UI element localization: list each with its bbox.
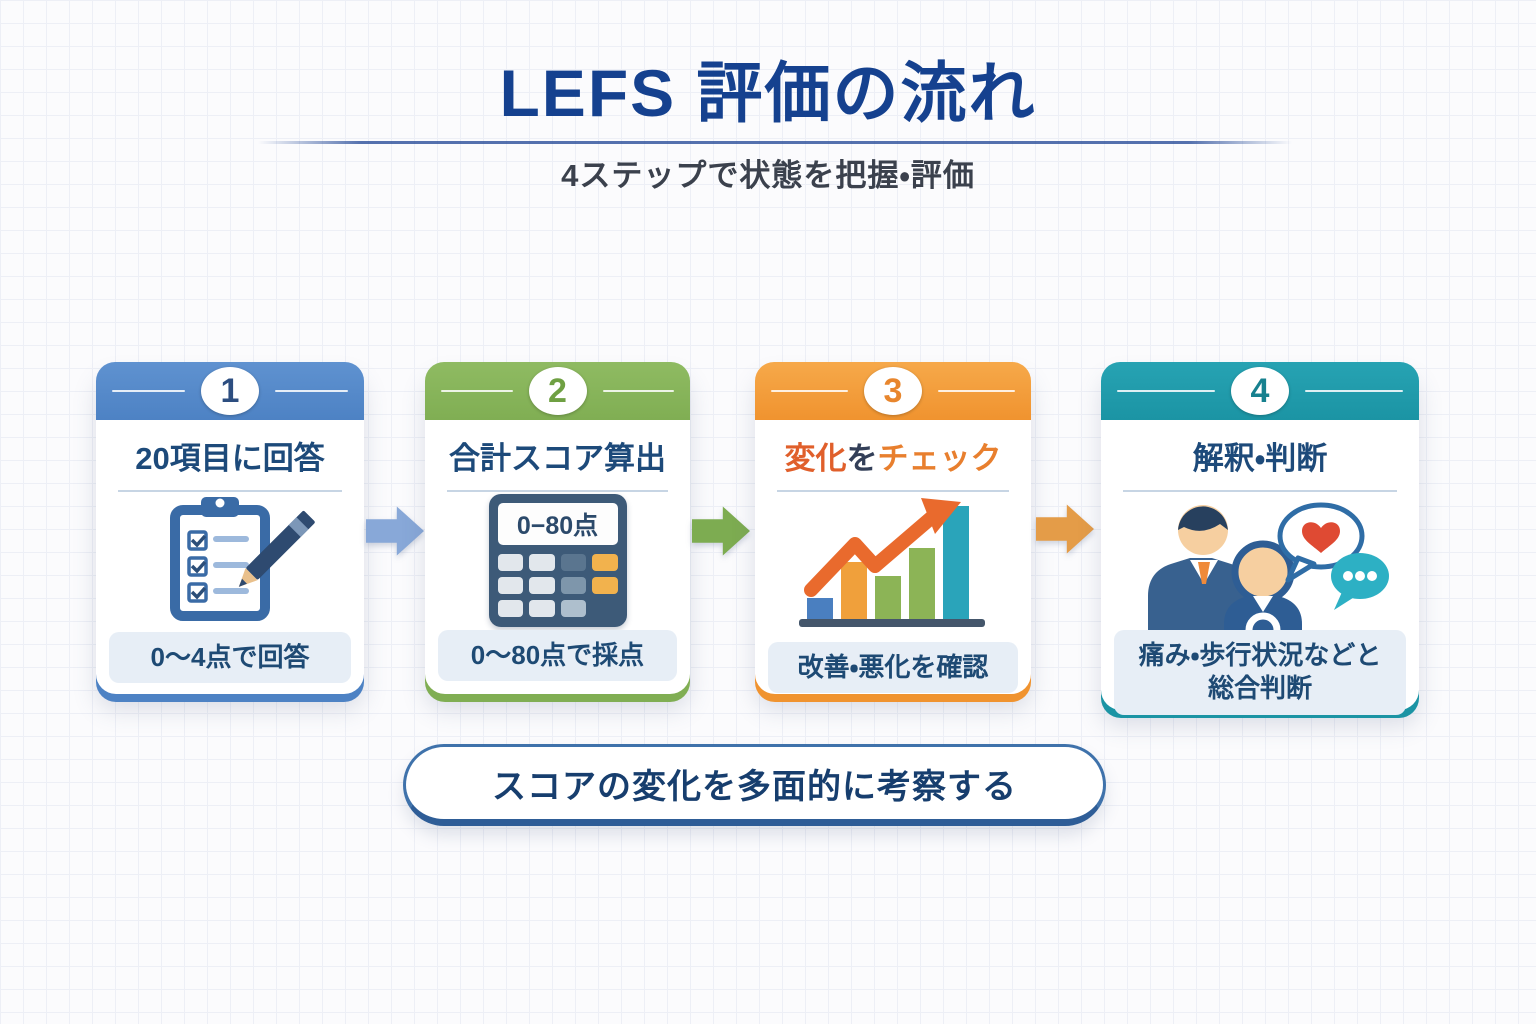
header-line-left — [112, 390, 185, 392]
step-4-number-badge: 4 — [1231, 367, 1289, 415]
calculator-keys — [497, 554, 618, 618]
summary-banner: スコアの変化を多面的に考察する — [403, 744, 1106, 826]
step-1-header: 1 — [96, 362, 364, 420]
card-divider — [1123, 490, 1397, 492]
header-line-left — [441, 390, 513, 392]
step-1-footer: 0〜4点で回答 — [109, 632, 351, 684]
step-4-footer: 痛み・歩行状況などと 総合判断 — [1114, 630, 1406, 715]
step-4-header: 4 — [1101, 362, 1419, 420]
page-title: LEFS 評価の流れ — [499, 56, 1037, 130]
consultation-icon — [1101, 492, 1419, 630]
card-divider — [777, 490, 1009, 492]
summary-banner-text: スコアの変化を多面的に考察する — [492, 767, 1017, 806]
clipboard-checklist-icon — [96, 492, 364, 632]
step-3-header: 3 — [755, 362, 1031, 420]
calculator-display: 0−80点 — [497, 503, 618, 546]
card-divider — [118, 490, 342, 492]
header-line-left — [1117, 390, 1215, 392]
title-divider — [258, 141, 1292, 144]
header-line-left — [771, 390, 848, 392]
step-card-4: 4 解釈・判断 痛み・歩行状況など — [1101, 362, 1419, 715]
header-line-right — [1305, 390, 1403, 392]
step-card-2: 2 合計スコア算出 0−80点 0〜80点で採点 — [425, 362, 690, 694]
header-line-right — [938, 390, 1015, 392]
step-card-1: 1 20項目に回答 — [96, 362, 364, 694]
calculator-icon: 0−80点 — [425, 492, 690, 630]
step-1-number-badge: 1 — [201, 367, 259, 415]
header-line-right — [602, 390, 674, 392]
flow-arrow-3 — [1036, 504, 1094, 554]
step-1-title: 20項目に回答 — [135, 441, 325, 476]
step-3-number-badge: 3 — [864, 367, 922, 415]
step-4-title: 解釈・判断 — [1192, 441, 1328, 476]
step-2-header: 2 — [425, 362, 690, 420]
page-subtitle: 4ステップで状態を把握・評価 — [561, 158, 975, 193]
step-2-number-badge: 2 — [528, 367, 587, 415]
bar-chart-up-icon — [755, 492, 1031, 642]
step-3-footer: 改善・悪化を確認 — [768, 642, 1018, 694]
pencil-glyph — [238, 510, 315, 587]
header-line-right — [275, 390, 348, 392]
step-2-footer: 0〜80点で採点 — [438, 629, 677, 681]
step-2-title: 合計スコア算出 — [449, 441, 666, 476]
step-card-3: 3 変化をチェック 改善・悪化を確認 — [755, 362, 1031, 694]
card-divider — [447, 490, 668, 492]
step-3-title: 変化をチェック — [784, 441, 1002, 476]
flow-arrow-2 — [692, 506, 750, 556]
flow-arrow-1 — [366, 506, 424, 556]
